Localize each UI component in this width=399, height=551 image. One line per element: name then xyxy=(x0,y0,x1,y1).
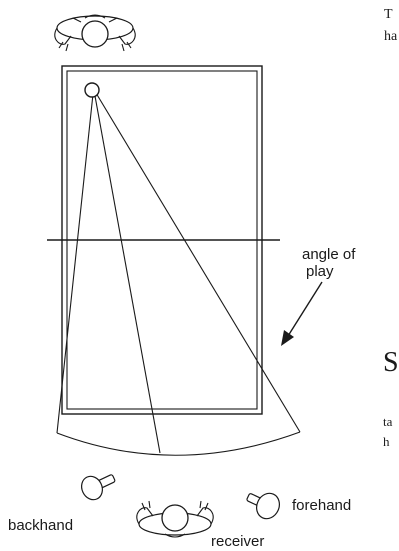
forehand-paddle-icon xyxy=(243,485,284,523)
receiver-player-icon xyxy=(137,501,213,537)
receiver-line xyxy=(95,96,160,453)
page-fragment-top-1: T xyxy=(384,7,393,22)
receiver-label: receiver xyxy=(211,533,264,550)
angle-of-play-label-line1: angle of xyxy=(302,246,356,263)
page-fragment-top-2: ha xyxy=(384,29,398,44)
ball-icon xyxy=(85,83,99,97)
page-fragment-bottom-2: h xyxy=(383,434,390,449)
angle-of-play-lines xyxy=(57,93,300,455)
forehand-label: forehand xyxy=(292,497,351,514)
backhand-paddle-icon xyxy=(78,467,119,503)
forehand-line xyxy=(96,93,300,432)
angle-of-play-label-line2: play xyxy=(306,263,334,280)
arrow-icon xyxy=(281,282,322,346)
page-fragment-bottom-1: ta xyxy=(383,414,393,429)
server-player-icon xyxy=(55,15,135,51)
page-fragment-heading: S xyxy=(383,347,399,378)
backhand-label: backhand xyxy=(8,517,73,534)
angle-of-play-arc xyxy=(57,432,300,455)
